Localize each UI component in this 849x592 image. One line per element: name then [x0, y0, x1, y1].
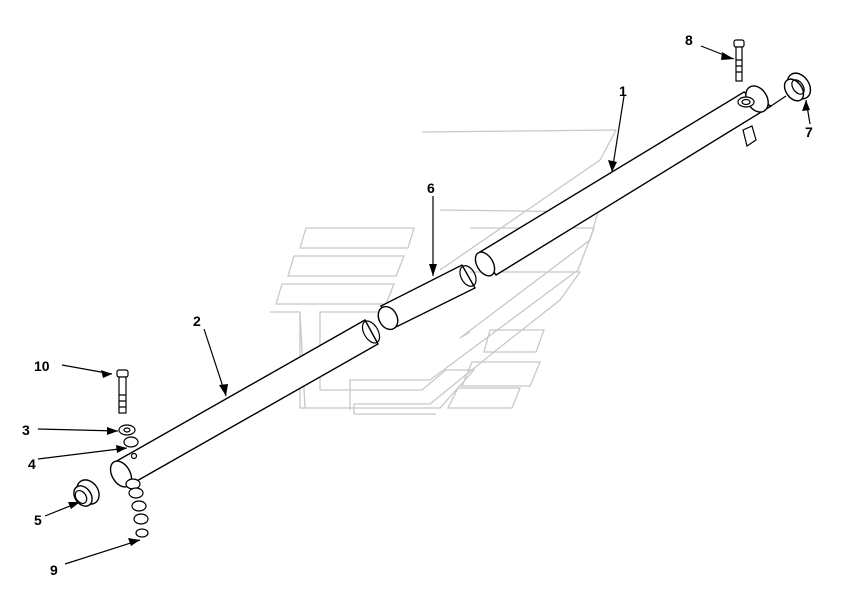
- callout-3: 3: [22, 422, 30, 438]
- callout-labels: 1 2 3 4 5 6 7 8 9 10: [22, 32, 813, 578]
- part-7-end-cap: [783, 72, 812, 102]
- part-6-sleeve: [377, 264, 477, 331]
- callout-6: 6: [427, 180, 435, 196]
- part-2-lower-tube: [109, 319, 381, 488]
- part-9-washer-stack: [125, 478, 149, 538]
- callout-5: 5: [34, 512, 42, 528]
- callout-2: 2: [193, 313, 201, 329]
- part-1-upper-tube: [474, 85, 787, 277]
- part-10-bolt: [116, 369, 129, 414]
- part-8-bolt: [733, 39, 745, 82]
- leader-arrowheads: [68, 52, 810, 546]
- callout-4: 4: [28, 456, 36, 472]
- callout-10: 10: [34, 358, 50, 374]
- callout-8: 8: [685, 32, 693, 48]
- callout-9: 9: [50, 562, 58, 578]
- callout-1: 1: [619, 83, 627, 99]
- part-5-end-cap: [73, 479, 100, 507]
- callout-7: 7: [805, 124, 813, 140]
- part-3-washer: [118, 424, 136, 436]
- part-4-nut: [130, 452, 138, 460]
- leader-lines: [37, 45, 811, 565]
